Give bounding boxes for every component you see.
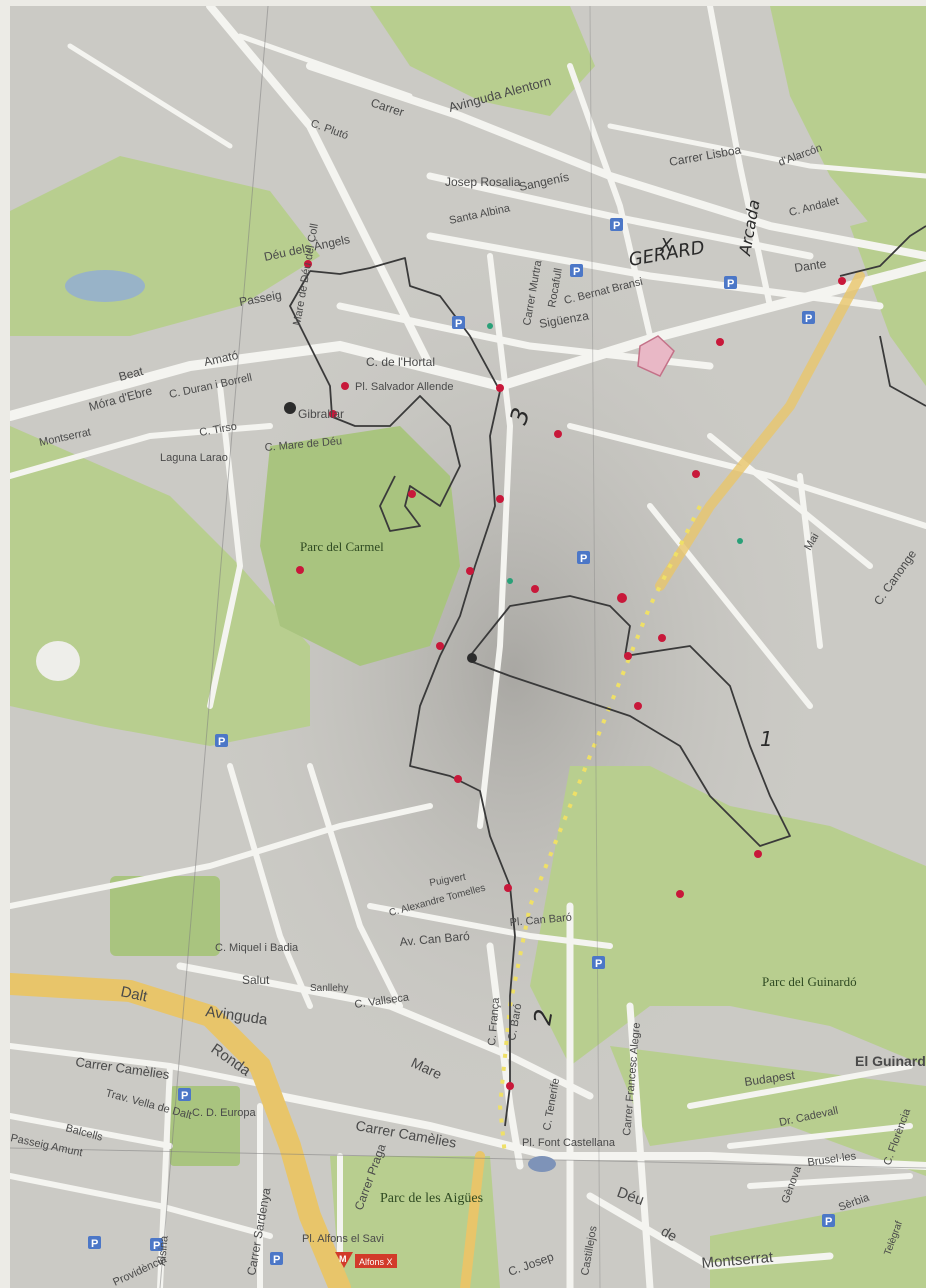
parking-icon: P: [452, 316, 465, 330]
ronda-road: [10, 973, 351, 1288]
diamond-marker: [637, 335, 675, 377]
parking-icon: P: [724, 276, 737, 290]
svg-text:P: P: [181, 1090, 188, 1102]
parking-icon: P: [610, 218, 623, 232]
svg-text:C. D. Europa: C. D. Europa: [192, 1107, 256, 1119]
svg-text:P: P: [91, 1238, 98, 1250]
svg-text:X: X: [659, 235, 673, 256]
parking-icon: P: [178, 1088, 191, 1102]
svg-text:P: P: [455, 318, 462, 330]
casa-museu-gaudi: [36, 641, 80, 681]
route-right-edge: [839, 225, 926, 407]
creueta-pond: [65, 270, 145, 302]
svg-text:Parc del Carmel: Parc del Carmel: [300, 539, 384, 554]
route-loop-carmel: [329, 395, 461, 532]
fountain-icon: [528, 1156, 556, 1172]
parking-icon: P: [215, 734, 228, 748]
svg-text:Sanllehy: Sanllehy: [310, 983, 348, 994]
svg-text:Parc de les Aigües: Parc de les Aigües: [380, 1191, 483, 1206]
svg-text:P: P: [273, 1254, 280, 1266]
svg-text:Av. Can Baró: Av. Can Baró: [399, 929, 471, 949]
svg-text:Parc del Guinardó: Parc del Guinardó: [762, 974, 857, 989]
svg-text:P: P: [580, 553, 587, 565]
route-pins: [284, 260, 846, 1090]
park-guinardo: [530, 766, 926, 1066]
ronda-branch: [460, 1151, 485, 1288]
metro-icon: [335, 1252, 353, 1268]
park-top-center: [370, 6, 595, 116]
park-centre-europa: [170, 1086, 240, 1166]
parking-icon: P: [570, 264, 583, 278]
svg-text:P: P: [595, 958, 602, 970]
park-top-right: [770, 6, 926, 236]
svg-text:Salut: Salut: [242, 973, 270, 987]
parking-icon: P: [88, 1236, 101, 1250]
svg-text:Josep Rosalia: Josep Rosalia: [445, 175, 521, 189]
svg-text:P: P: [613, 220, 620, 232]
svg-text:Dalt: Dalt: [119, 983, 149, 1005]
street-map[interactable]: P P P P P P P P P P P P P M Alfons X Avi…: [10, 6, 926, 1288]
svg-text:1: 1: [760, 727, 773, 751]
ronda-road-upper: [655, 271, 865, 591]
svg-text:P: P: [218, 736, 225, 748]
svg-text:Pl. Can Baró: Pl. Can Baró: [509, 912, 572, 929]
svg-text:Montserrat: Montserrat: [701, 1249, 775, 1272]
svg-text:2: 2: [528, 1007, 558, 1027]
park-left-middle: [10, 426, 310, 746]
svg-text:Alfons X: Alfons X: [359, 1257, 393, 1267]
route-thread: [309, 257, 516, 1127]
parking-icon: P: [822, 1214, 835, 1228]
svg-text:Laguna Larao: Laguna Larao: [160, 452, 228, 464]
svg-text:C. França: C. França: [486, 996, 502, 1046]
svg-text:C. de l'Hortal: C. de l'Hortal: [366, 355, 435, 369]
svg-text:El Guinardó: El Guinardó: [855, 1053, 926, 1069]
parking-markers: P P P P P P P P P P P P P: [88, 218, 835, 1266]
svg-text:M: M: [339, 1254, 347, 1264]
svg-text:P: P: [805, 313, 812, 325]
svg-text:de: de: [659, 1223, 681, 1245]
parking-icon: P: [150, 1238, 163, 1252]
parking-icon: P: [577, 551, 590, 565]
svg-text:P: P: [727, 278, 734, 290]
parking-icon: P: [270, 1252, 283, 1266]
svg-text:P: P: [825, 1216, 832, 1228]
parking-icon: P: [802, 311, 815, 325]
park-vall-hebron: [110, 876, 220, 956]
route-loop-east: [469, 595, 791, 847]
svg-text:C. Miquel i Badia: C. Miquel i Badia: [215, 942, 299, 954]
map-frame[interactable]: P P P P P P P P P P P P P M Alfons X Avi…: [10, 6, 926, 1288]
svg-text:P: P: [573, 266, 580, 278]
parking-icon: P: [592, 956, 605, 970]
svg-text:Pl. Font Castellana: Pl. Font Castellana: [522, 1137, 616, 1149]
route-west-branch: [289, 270, 333, 417]
svg-text:P: P: [153, 1240, 160, 1252]
svg-text:Beat: Beat: [117, 364, 145, 384]
svg-text:Pl. Alfons el Savi: Pl. Alfons el Savi: [302, 1233, 384, 1245]
metro-station: M Alfons X: [335, 1252, 397, 1268]
svg-text:Gibraltar: Gibraltar: [298, 407, 344, 421]
svg-text:Pl. Salvador Allende: Pl. Salvador Allende: [355, 381, 453, 393]
svg-text:Dante: Dante: [793, 257, 827, 275]
svg-text:Alsina: Alsina: [156, 1234, 171, 1266]
